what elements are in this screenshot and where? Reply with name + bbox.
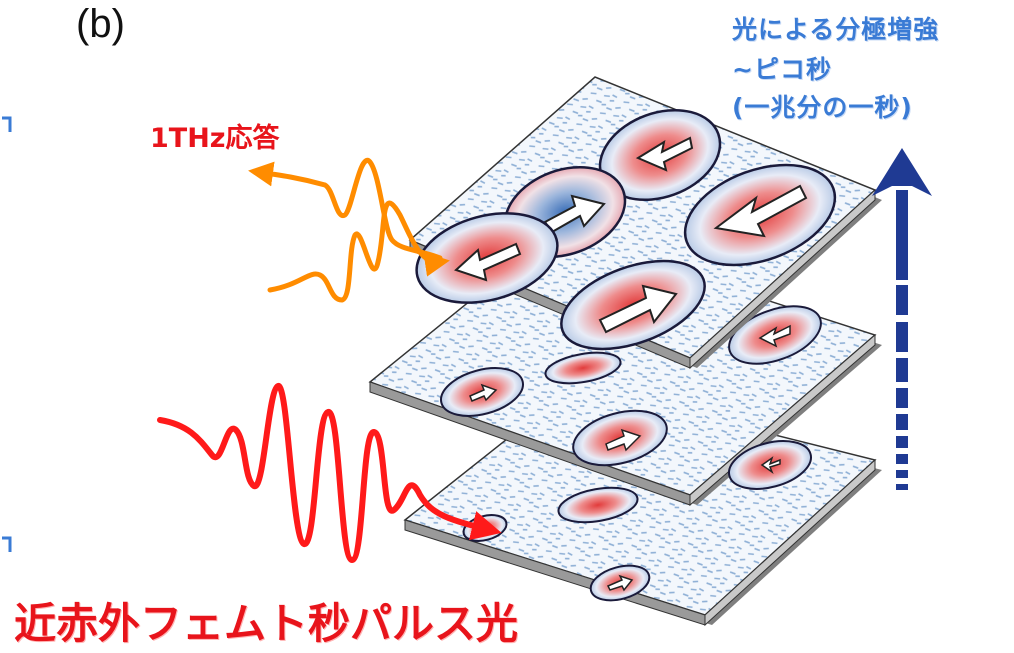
polarization-arrow-icon bbox=[543, 194, 606, 234]
polarization-arrow-icon bbox=[598, 284, 678, 334]
enhancement-line-1: 光による分極増強 bbox=[732, 15, 940, 44]
enhancement-line-3: (一兆分の一秒) bbox=[732, 93, 913, 122]
polarization-arrow-icon bbox=[713, 184, 808, 238]
panel-label: (b) bbox=[76, 2, 125, 46]
thz-response-wave bbox=[248, 157, 450, 303]
polarization-arrow-icon bbox=[760, 456, 781, 475]
polarization-arrow-icon bbox=[606, 574, 634, 592]
polarization-arrow-icon bbox=[758, 324, 791, 348]
edge-mark bbox=[2, 116, 12, 132]
thz-response-label: 1THz応答 bbox=[150, 123, 280, 154]
enhancement-line-2: ~ピコ秒 bbox=[732, 55, 832, 84]
polarization-arrow-icon bbox=[635, 136, 694, 172]
time-arrow-icon bbox=[872, 148, 932, 490]
layer-top bbox=[408, 76, 882, 370]
polarization-arrow-icon bbox=[454, 242, 522, 282]
polarization-arrow-icon bbox=[469, 383, 498, 402]
polarization-domain bbox=[544, 351, 622, 385]
femtosecond-pulse-wave bbox=[157, 382, 502, 563]
polarization-arrow-icon bbox=[605, 428, 642, 452]
pulse-label: 近赤外フェムト秒パルス光 bbox=[14, 599, 519, 648]
edge-mark bbox=[2, 536, 12, 552]
polarization-domain bbox=[557, 486, 639, 524]
